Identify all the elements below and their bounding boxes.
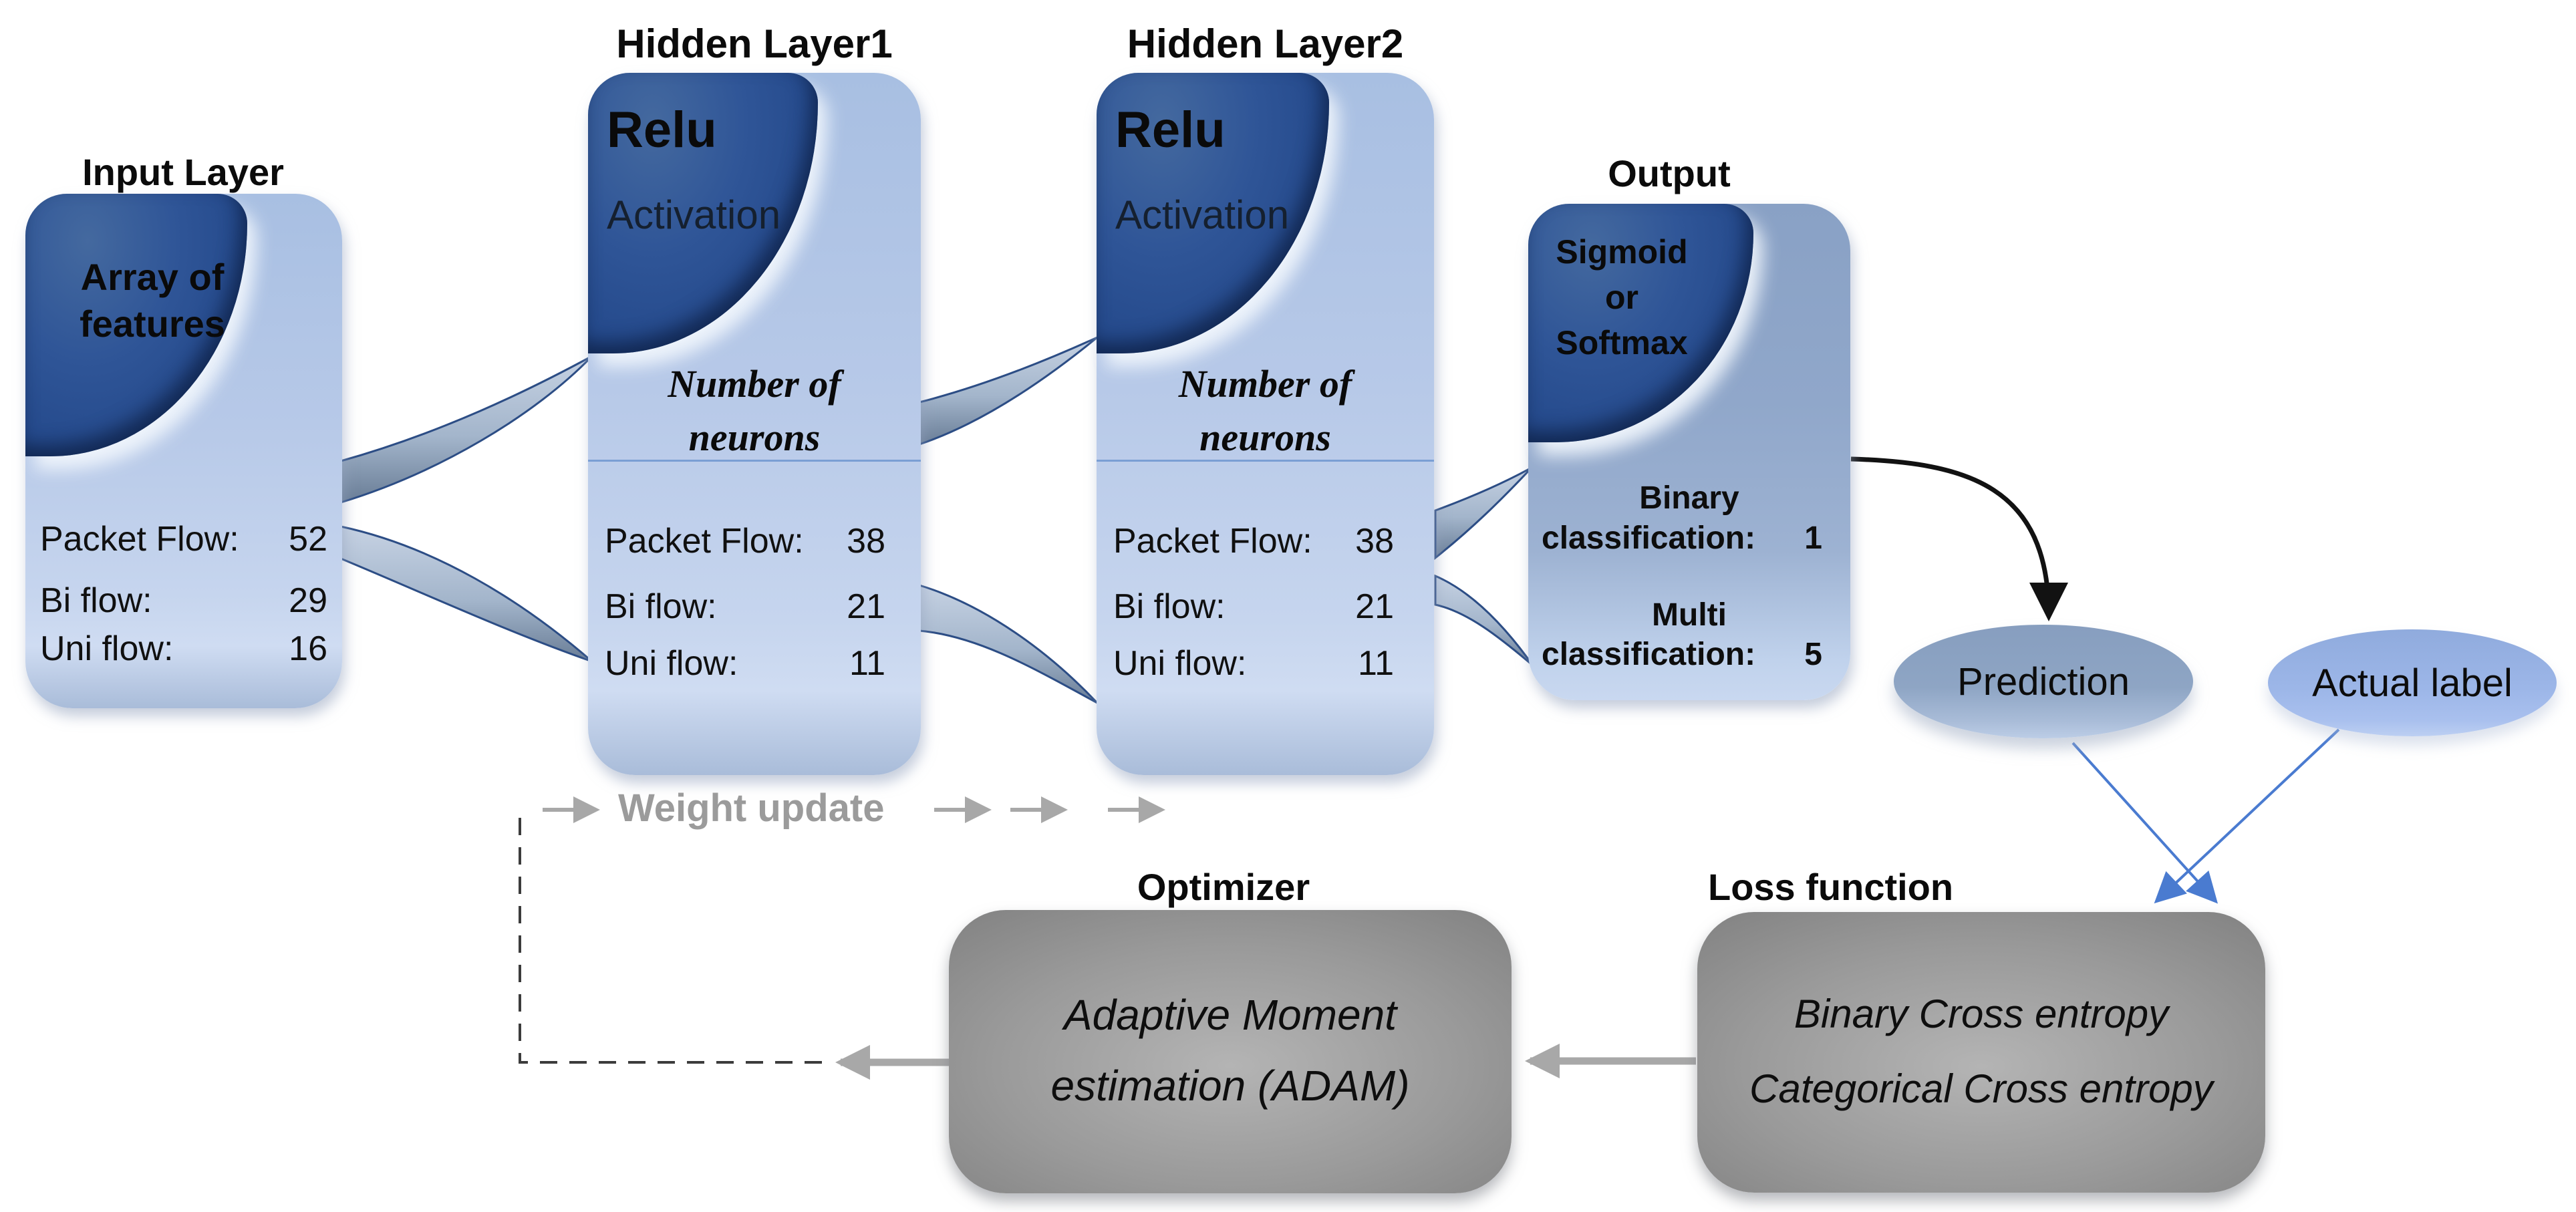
classification-label: classification: (1542, 637, 1756, 672)
optimizer-line2: estimation (ADAM) (1050, 1062, 1410, 1110)
neurons-line1: Number of (668, 362, 841, 406)
output-binary-heading: Binary (1639, 480, 1739, 516)
hidden2-divider-line (1097, 460, 1434, 462)
actual-label: Actual label (2312, 661, 2513, 705)
neurons-line2: neurons (1199, 416, 1331, 459)
row-label: Packet Flow: (605, 522, 804, 561)
hidden2-rows: Packet Flow: 38 Bi flow: 21 Uni flow: 11 (1113, 73, 1394, 775)
input-row-bi-flow: Bi flow: 29 (40, 580, 327, 621)
input-row-uni-flow: Uni flow: 16 (40, 628, 327, 669)
row-label: Packet Flow: (1113, 522, 1312, 561)
actual-label-ellipse: Actual label (2268, 629, 2557, 736)
hidden1-activation-label: Activation (607, 192, 781, 237)
hidden-layer2-title: Hidden Layer2 (1127, 21, 1404, 66)
row-label: Bi flow: (40, 581, 152, 620)
output-title: Output (1608, 152, 1731, 194)
prediction-ellipse: Prediction (1894, 625, 2193, 738)
row-label: Bi flow: (1113, 587, 1226, 626)
input-layer-box: Array of features Packet Flow: 52 Bi flo… (25, 194, 342, 708)
row-value: 16 (289, 629, 327, 668)
output-multi-row: classification: 5 (1542, 636, 1822, 673)
weight-update-label: Weight update (618, 786, 885, 830)
input-rows: Packet Flow: 52 Bi flow: 29 Uni flow: 16 (40, 194, 327, 708)
optimizer-box (949, 910, 1512, 1193)
hidden2-neurons-label: Number of neurons (1097, 357, 1434, 464)
row-label: Uni flow: (1113, 644, 1247, 683)
hidden1-row-uni-flow: Uni flow: 11 (605, 643, 885, 684)
ribbon-hidden1-hidden2-bottom (918, 583, 1099, 704)
arrow-prediction-to-loss (2071, 742, 2219, 904)
row-value: 11 (849, 644, 885, 683)
hidden1-divider-line (588, 460, 921, 462)
arrow-output-to-prediction (1850, 456, 2068, 621)
optimizer-title: Optimizer (1137, 866, 1310, 908)
output-multi-heading: Multi (1652, 597, 1727, 633)
ribbon-input-hidden1-bottom (339, 525, 593, 663)
hidden-layer1-box: Relu Activation Number of neurons Packet… (588, 73, 921, 775)
row-label: Packet Flow: (40, 520, 239, 559)
optimizer-text: Adaptive Moment estimation (ADAM) (949, 979, 1512, 1121)
prediction-label: Prediction (1957, 659, 2130, 704)
hidden1-relu-label: Relu (607, 102, 717, 158)
hidden-layer1-title: Hidden Layer1 (616, 21, 893, 66)
input-layer-title: Input Layer (82, 151, 284, 193)
hidden-layer2-box: Relu Activation Number of neurons Packet… (1097, 73, 1434, 775)
row-value: 11 (1358, 644, 1394, 683)
ribbon-hidden1-hidden2-top (918, 336, 1098, 446)
hidden2-activation-label: Activation (1115, 192, 1290, 237)
feedback-dashed-line (519, 818, 829, 1064)
loss-line1: Binary Cross entropy (1794, 992, 2169, 1036)
hidden2-row-bi-flow: Bi flow: 21 (1113, 586, 1394, 627)
output-blob-line1: Sigmoid (1556, 233, 1688, 271)
hidden2-row-packet-flow: Packet Flow: 38 (1113, 520, 1394, 562)
hidden1-neurons-label: Number of neurons (588, 357, 921, 464)
input-blob-line2: features (80, 303, 225, 345)
hidden1-row-packet-flow: Packet Flow: 38 (605, 520, 885, 562)
row-value: 38 (847, 522, 885, 561)
ribbon-hidden2-output-top (1434, 466, 1533, 561)
hidden1-rows: Packet Flow: 38 Bi flow: 21 Uni flow: 11 (605, 73, 885, 775)
loss-function-title: Loss function (1708, 866, 1954, 908)
ribbon-input-hidden1-top (339, 355, 593, 504)
classification-label: classification: (1542, 520, 1756, 556)
input-blob-label: Array of features (52, 254, 253, 347)
row-value: 38 (1355, 522, 1394, 561)
row-value: 52 (289, 520, 327, 559)
hidden2-relu-label: Relu (1115, 102, 1226, 158)
output-blob-line3: Softmax (1556, 324, 1688, 361)
output-binary-row: classification: 1 (1542, 520, 1822, 557)
classification-value: 1 (1804, 520, 1822, 556)
neurons-line1: Number of (1178, 362, 1352, 406)
loss-line2: Categorical Cross entropy (1749, 1066, 2213, 1111)
input-row-packet-flow: Packet Flow: 52 (40, 518, 327, 560)
loss-function-text: Binary Cross entropy Categorical Cross e… (1697, 977, 2265, 1126)
neurons-line2: neurons (688, 416, 821, 459)
output-blob-line2: or (1605, 279, 1638, 316)
arrow-actual-to-loss (2154, 728, 2340, 904)
classification-value: 5 (1804, 637, 1822, 672)
row-value: 21 (1355, 587, 1394, 626)
output-box: Sigmoid or Softmax Binary classification… (1528, 204, 1850, 700)
row-label: Uni flow: (40, 629, 174, 668)
row-value: 21 (847, 587, 885, 626)
output-blob-label: Sigmoid or Softmax (1535, 229, 1709, 365)
optimizer-line1: Adaptive Moment (1063, 991, 1397, 1039)
loss-function-box (1697, 912, 2265, 1193)
ribbon-hidden2-output-bottom (1434, 574, 1534, 667)
hidden1-row-bi-flow: Bi flow: 21 (605, 586, 885, 627)
row-value: 29 (289, 581, 327, 620)
row-label: Uni flow: (605, 644, 738, 683)
hidden2-row-uni-flow: Uni flow: 11 (1113, 643, 1394, 684)
input-blob-line1: Array of (80, 256, 225, 298)
row-label: Bi flow: (605, 587, 717, 626)
